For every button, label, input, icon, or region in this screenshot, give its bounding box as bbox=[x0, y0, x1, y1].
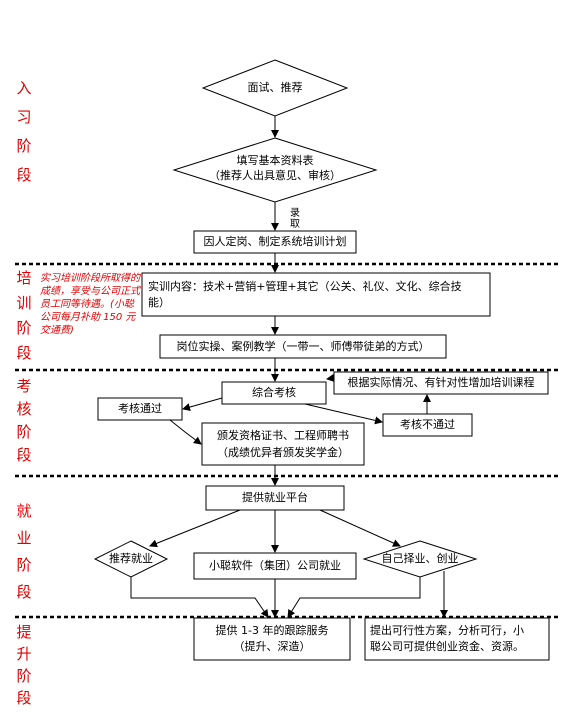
self-start-text: 自己择业、创业 bbox=[381, 552, 459, 565]
cert-box bbox=[201, 422, 365, 466]
stage-label-entry: 入习阶段 bbox=[16, 79, 32, 184]
arrow-adjust-assess bbox=[326, 374, 335, 382]
arrow-pass-cert bbox=[169, 419, 202, 445]
training-note: 实习培训阶段所取得的成绩，享受与公司正式员工同等待遇。(小聪公司每月补助 150… bbox=[40, 273, 140, 336]
plan-text: 因人定岗、制定系统培训计划 bbox=[203, 235, 347, 248]
admit-label: 录取 bbox=[290, 208, 300, 230]
followup-box bbox=[193, 617, 351, 661]
cert-text-line2: （成绩优异者颁发奖学金） bbox=[217, 446, 349, 459]
employ-platform-text: 提供就业平台 bbox=[242, 491, 308, 504]
adjust-box bbox=[333, 371, 549, 395]
interview-text: 面试、推荐 bbox=[247, 81, 303, 94]
pass-box bbox=[97, 397, 183, 421]
stage-label-training: 培训阶段 bbox=[16, 269, 32, 362]
feasibility-text-line1: 提出可行性方案，分析可行，小 bbox=[370, 624, 524, 637]
arrow-platform-recommend bbox=[149, 509, 241, 548]
feasibility-text-line2: 聪公司可提供创业资金、资源。 bbox=[370, 640, 524, 653]
recommend-text: 推荐就业 bbox=[109, 552, 153, 565]
stage-label-employment: 就业阶段 bbox=[16, 502, 32, 601]
arrow-recommend-followup bbox=[130, 577, 269, 618]
fill-form-subtitle: （推荐人出具意见、审核） bbox=[209, 169, 341, 182]
fail-text: 考核不通过 bbox=[400, 418, 455, 431]
arrow-assess-pass bbox=[182, 397, 223, 411]
followup-text-line1: 提供 1-3 年的跟踪服务 bbox=[215, 624, 329, 637]
followup-text-line2: （提升、深造） bbox=[233, 640, 311, 653]
adjust-text: 根据实际情况、有针对性增加培训课程 bbox=[347, 376, 535, 389]
feasibility-box bbox=[364, 617, 550, 661]
fill-form-title: 填写基本资料表 bbox=[236, 154, 314, 167]
arrow-assess-fail bbox=[304, 403, 383, 425]
stage-label-advance: 提升阶段 bbox=[16, 623, 32, 707]
pass-text: 考核通过 bbox=[118, 402, 162, 415]
cert-text-line1: 颁发资格证书、工程师聘书 bbox=[217, 429, 349, 442]
content-text-line1: 实训内容：技术+营销+管理+其它（公关、礼仪、文化、综合技 bbox=[148, 280, 462, 293]
assess-text: 综合考核 bbox=[252, 386, 296, 399]
content-text-line2: 能） bbox=[148, 296, 170, 309]
assess-box bbox=[221, 381, 327, 405]
arrow-self-followup bbox=[287, 577, 421, 618]
content-box bbox=[141, 272, 491, 317]
practice-box bbox=[159, 334, 447, 359]
employ-platform-box bbox=[205, 485, 345, 511]
company-job-text: 小聪软件（集团）公司就业 bbox=[209, 559, 341, 572]
practice-text: 岗位实操、案例教学（一带一、师傅带徒弟的方式） bbox=[176, 340, 430, 353]
stage-label-assessment: 考核阶段 bbox=[16, 377, 32, 464]
arrow-platform-self bbox=[319, 509, 401, 547]
